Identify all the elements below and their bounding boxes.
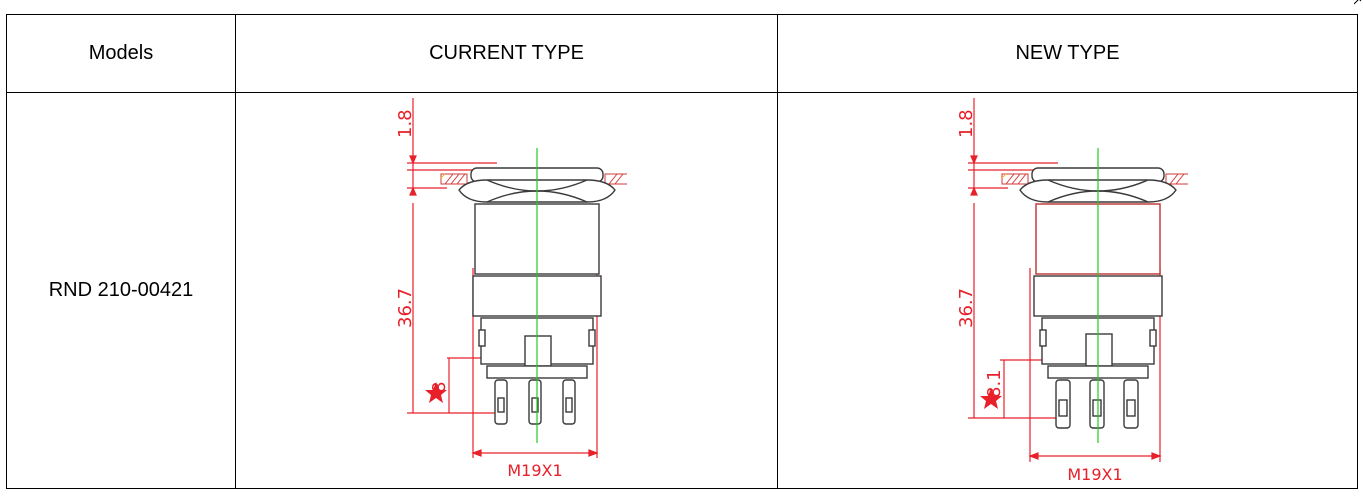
pin-dimension-label: 8.1 — [984, 369, 1005, 398]
new-type-cell: 1.8 36.7 8.1 M19X1 — [777, 92, 1358, 489]
height-dimension-label: 36.7 — [395, 287, 416, 327]
dimension-lines — [406, 97, 599, 458]
current-type-header: CURRENT TYPE — [235, 14, 778, 93]
new-type-header: NEW TYPE — [777, 14, 1358, 93]
top-dimension-label: 1.8 — [956, 109, 977, 138]
new-type-drawing: 1.8 36.7 8.1 M19X1 — [956, 97, 1188, 484]
panel-hatch — [1001, 173, 1188, 184]
table-header-row: Models CURRENT TYPE NEW TYPE — [6, 14, 1358, 93]
models-header: Models — [6, 14, 236, 93]
current-type-cell: 1.8 36.7 8 M19X1 — [235, 92, 778, 489]
comparison-table: Models CURRENT TYPE NEW TYPE RND 210-004… — [6, 14, 1358, 489]
page-corner-mark — [1354, 0, 1362, 5]
thread-label: M19X1 — [1067, 465, 1122, 484]
table-row: RND 210-00421 — [6, 92, 1358, 489]
panel-hatch — [440, 173, 627, 184]
star-icon — [424, 381, 447, 403]
pin-dimension-label: 8 — [429, 381, 450, 392]
current-type-drawing: 1.8 36.7 8 M19X1 — [395, 97, 627, 480]
star-icon — [979, 387, 1002, 409]
top-dimension-label: 1.8 — [395, 109, 416, 138]
height-dimension-label: 36.7 — [956, 287, 977, 327]
thread-label: M19X1 — [507, 461, 562, 480]
model-cell: RND 210-00421 — [6, 92, 236, 489]
